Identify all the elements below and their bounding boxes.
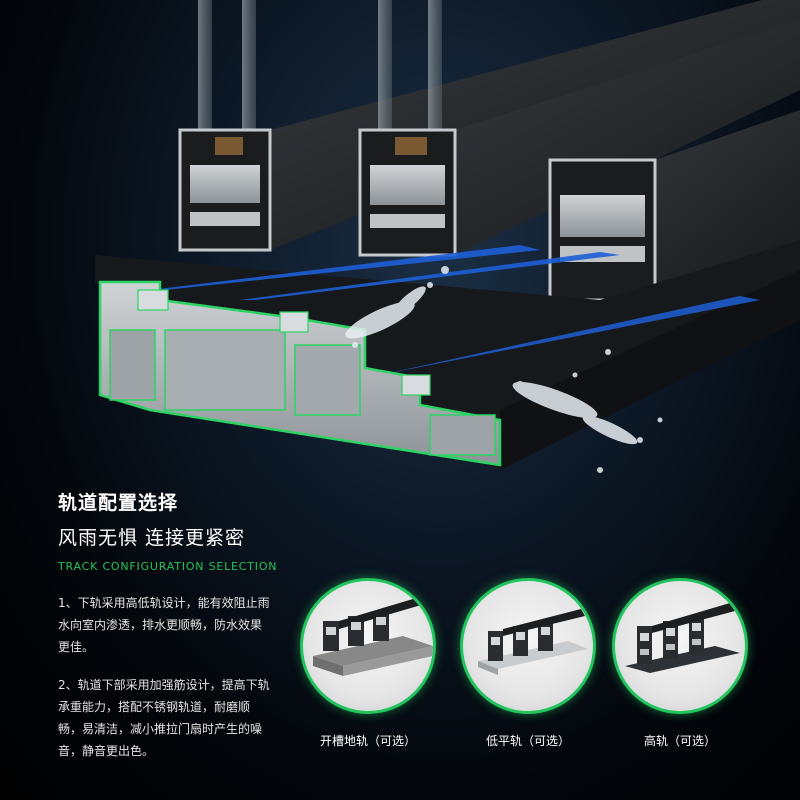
english-title: TRACK CONFIGURATION SELECTION: [58, 560, 278, 573]
option-label: 低平轨（可选）: [485, 734, 570, 748]
bottom-track-section: [98, 280, 502, 467]
water-splash: [345, 266, 663, 473]
sash-section-right: [548, 158, 657, 302]
low-flat-track-image: [460, 578, 596, 714]
glass-pane: [378, 0, 392, 140]
glass-pane: [242, 0, 256, 140]
sash-section-left: [178, 128, 272, 252]
note-item: 1、下轨采用高低轨设计，能有效阻止雨水向室内渗透，排水更顺畅，防水效果更佳。: [58, 596, 270, 654]
option-label: 高轨（可选）: [643, 734, 716, 748]
grooved-floor-track-image: [300, 578, 436, 714]
brush-seal: [240, 252, 620, 300]
note-item: 2、轨道下部采用加强筋设计，提高下轨承重能力，搭配不锈钢轨道，耐磨顺畅，易清洁，…: [58, 678, 270, 758]
option-high-track: 高轨（可选）: [612, 578, 748, 749]
sash-section-middle: [358, 128, 457, 257]
high-track-image: [612, 578, 748, 714]
option-grooved-floor-track: 开槽地轨（可选）: [300, 578, 436, 749]
track-profile-illustration: [95, 0, 800, 473]
page-title: 轨道配置选择: [58, 492, 179, 514]
page-subtitle: 风雨无惧 连接更紧密: [58, 527, 246, 549]
glass-pane: [198, 0, 212, 140]
brush-seal: [380, 296, 760, 375]
option-low-flat-track: 低平轨（可选）: [460, 578, 596, 749]
feature-notes: 1、下轨采用高低轨设计，能有效阻止雨水向室内渗透，排水更顺畅，防水效果更佳。 2…: [58, 592, 273, 778]
glass-pane: [428, 0, 442, 140]
option-label: 开槽地轨（可选）: [319, 734, 416, 748]
heading-block: 轨道配置选择 风雨无惧 连接更紧密 TRACK CONFIGURATION SE…: [58, 488, 277, 573]
brush-seal: [150, 245, 540, 290]
